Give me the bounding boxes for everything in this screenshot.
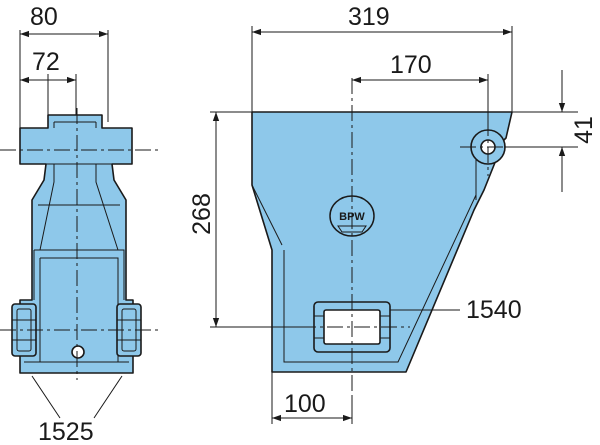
front-view-inner-edge — [283, 160, 477, 363]
dim-319-label: 319 — [348, 3, 390, 31]
dim-1525-leader-right — [93, 375, 123, 419]
dim-41-label: 41 — [570, 116, 598, 144]
side-view-pocket — [33, 249, 125, 362]
dim-80-label: 80 — [30, 3, 58, 31]
front-view-flange-line — [251, 184, 283, 246]
dim-170-label: 170 — [390, 51, 432, 79]
side-pad-right-hatch — [117, 319, 141, 341]
side-view-hole — [71, 345, 85, 359]
dim-72-label: 72 — [32, 48, 60, 76]
side-view-shaft-lines — [38, 163, 120, 251]
dim-1525-label: 1525 — [38, 418, 94, 445]
dim-268-label: 268 — [188, 193, 216, 235]
side-pad-left-hatch — [12, 319, 36, 341]
front-view-opening-lines — [314, 315, 390, 339]
dim-1525-leader-left — [31, 375, 61, 419]
front-view: BPW 319 170 41 268 1540 — [188, 3, 598, 424]
side-view-top-cap — [47, 115, 103, 128]
dim-1540-label: 1540 — [466, 296, 522, 324]
dim-100-label: 100 — [284, 390, 326, 418]
side-view: 80 72 1525 — [0, 3, 160, 445]
